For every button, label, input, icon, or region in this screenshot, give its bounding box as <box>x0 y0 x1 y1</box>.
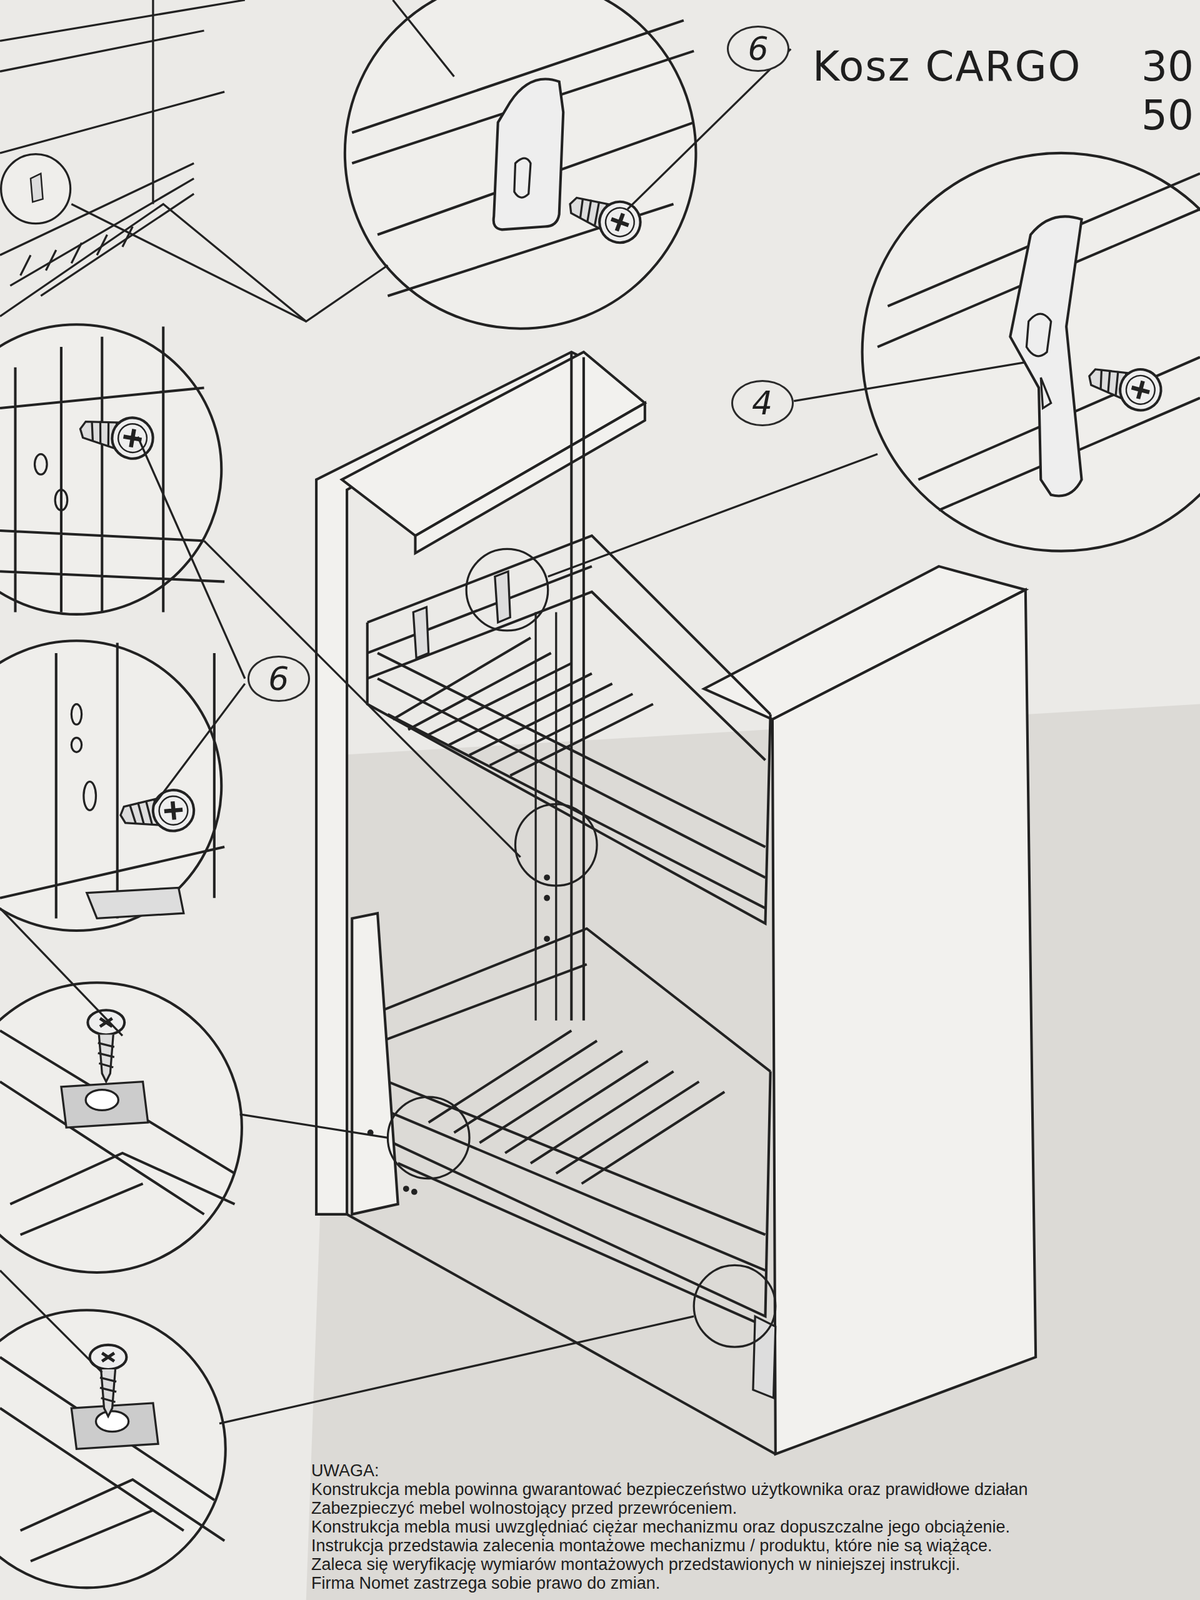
note-line: Firma Nomet zastrzega sobie prawo do zmi… <box>311 1573 660 1593</box>
note-line: Zaleca się weryfikację wymiarów montażow… <box>311 1555 960 1574</box>
callout-text: 6 <box>748 32 769 65</box>
callout-text: 6 <box>268 662 289 695</box>
note-line: UWAGA: <box>311 1461 380 1480</box>
callout-number: 6 <box>726 25 790 72</box>
size-label: 50 <box>1141 91 1194 140</box>
note-line: Konstrukcja mebla musi uwzględniać cięża… <box>311 1517 1010 1537</box>
title: Kosz CARGO <box>812 42 1082 91</box>
note-line: Instrukcja przedstawia zalecenia montażo… <box>311 1536 993 1555</box>
callout-number: 6 <box>247 655 310 702</box>
note-line: Konstrukcja mebla powinna gwarantować be… <box>311 1480 1029 1499</box>
callout-text: 4 <box>751 386 773 420</box>
note-line: Zabezpieczyć mebel wolnostojący przed pr… <box>311 1498 737 1518</box>
size-label: 30 <box>1141 42 1194 91</box>
callout-number: 4 <box>731 380 794 427</box>
